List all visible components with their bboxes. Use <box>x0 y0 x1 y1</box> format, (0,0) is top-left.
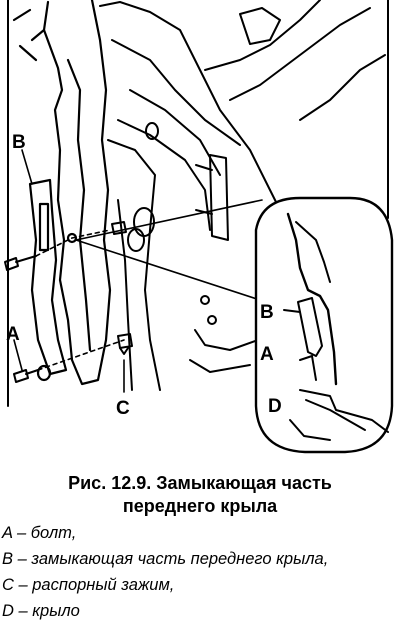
bolt-a-lower-icon <box>13 369 39 383</box>
figure-caption: Рис. 12.9. Замыкающая часть переднего кр… <box>0 472 400 518</box>
fender-closure-diagram: B A C B A D <box>4 0 394 454</box>
detail-inset <box>254 196 394 454</box>
caption-line-1: Рис. 12.9. Замыкающая часть <box>68 473 332 493</box>
inset-label-b: B <box>260 302 274 323</box>
legend-list: A – болт, B – замыкающая часть переднего… <box>2 520 398 624</box>
bolt-a-left-icon <box>4 255 37 271</box>
legend-item-c: C – распорный зажим, <box>2 576 175 594</box>
clip-c-icon <box>117 333 133 355</box>
frame-lines <box>7 0 389 407</box>
label-b: B <box>12 132 26 153</box>
clip-mid-icon <box>111 221 127 235</box>
inset-label-a: A <box>260 344 274 365</box>
label-a: A <box>6 324 20 345</box>
legend-item-b: B – замыкающая часть переднего крыла, <box>2 550 329 568</box>
caption-line-2: переднего крыла <box>122 496 278 516</box>
label-c: C <box>116 398 130 419</box>
legend-item-a: A – болт, <box>2 524 77 542</box>
fender-closure-part <box>12 0 112 386</box>
inset-label-d: D <box>268 396 282 417</box>
label-leaders <box>13 149 263 393</box>
body-panel <box>99 0 386 391</box>
legend-item-d: D – крыло <box>2 602 80 620</box>
assembly-lines <box>35 229 125 371</box>
